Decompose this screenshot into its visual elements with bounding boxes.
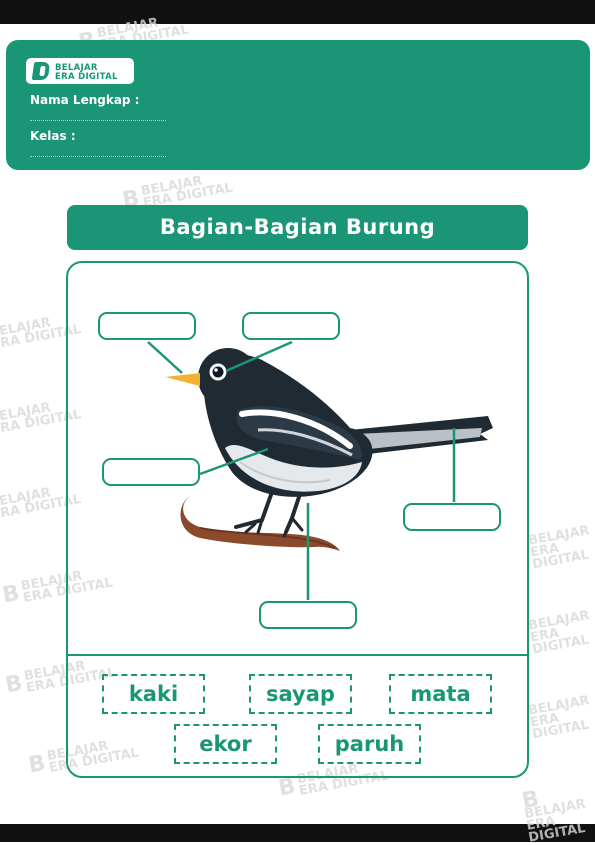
branch — [180, 496, 340, 551]
answer-box-feet[interactable] — [259, 601, 357, 629]
word-card-kaki[interactable]: kaki — [102, 674, 205, 714]
answer-box-eye[interactable] — [242, 312, 340, 340]
student-info-header: BELAJAR ERA DIGITAL Nama Lengkap : Kelas… — [6, 40, 590, 170]
name-label: Nama Lengkap : — [30, 93, 140, 107]
top-border — [0, 0, 595, 24]
logo-text-line2: ERA DIGITAL — [55, 72, 118, 82]
logo-text-line1: BELAJAR — [55, 63, 98, 73]
worksheet-title: Bagian-Bagian Burung — [67, 205, 528, 250]
leader-lines — [147, 340, 456, 600]
class-field[interactable] — [30, 156, 166, 157]
bottom-border — [0, 824, 595, 842]
word-card-sayap[interactable]: sayap — [249, 674, 352, 714]
answer-box-tail[interactable] — [403, 503, 501, 531]
answer-box-beak[interactable] — [98, 312, 196, 340]
word-card-mata[interactable]: mata — [389, 674, 492, 714]
word-card-ekor[interactable]: ekor — [174, 724, 277, 764]
name-field[interactable] — [30, 120, 166, 121]
bird-head — [198, 348, 258, 408]
answer-box-wing[interactable] — [102, 458, 200, 486]
word-card-paruh[interactable]: paruh — [318, 724, 421, 764]
panel-divider — [66, 654, 529, 656]
bird-beak — [165, 373, 200, 386]
brand-logo: BELAJAR ERA DIGITAL — [26, 58, 134, 84]
diagram-panel — [66, 261, 529, 778]
class-label: Kelas : — [30, 129, 76, 143]
